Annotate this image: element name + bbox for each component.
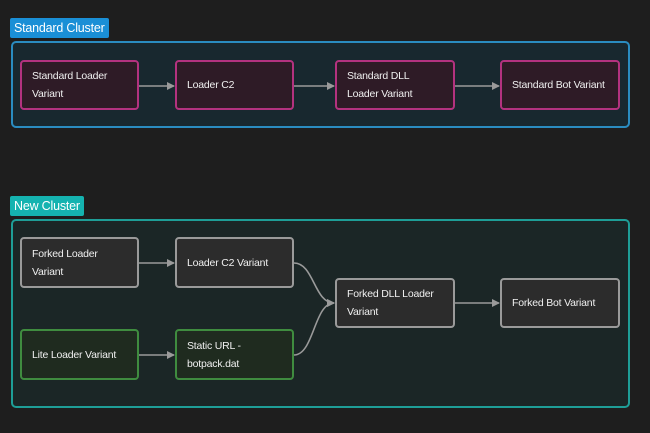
node-standard-bot-variant[interactable]: Standard Bot Variant <box>500 60 620 110</box>
node-loader-c2-variant[interactable]: Loader C2 Variant <box>175 237 294 288</box>
node-label: Forked Loader Variant <box>32 247 98 278</box>
new-cluster-label: New Cluster <box>10 196 84 216</box>
node-loader-c2[interactable]: Loader C2 <box>175 60 294 110</box>
node-lite-loader-variant[interactable]: Lite Loader Variant <box>20 329 139 380</box>
node-label: Static URL - botpack.dat <box>187 339 241 370</box>
standard-cluster-label: Standard Cluster <box>10 18 109 38</box>
node-standard-dll-loader-variant[interactable]: Standard DLL Loader Variant <box>335 60 455 110</box>
node-forked-dll-loader-variant[interactable]: Forked DLL Loader Variant <box>335 278 455 328</box>
node-static-url-botpack[interactable]: Static URL - botpack.dat <box>175 329 294 380</box>
node-label: Standard DLL Loader Variant <box>347 70 413 100</box>
node-forked-loader-variant[interactable]: Forked Loader Variant <box>20 237 139 288</box>
node-label: Loader C2 <box>187 79 235 91</box>
node-label: Forked DLL Loader Variant <box>347 288 434 318</box>
node-label: Standard Bot Variant <box>512 79 605 91</box>
node-label: Lite Loader Variant <box>32 348 117 361</box>
node-standard-loader-variant[interactable]: Standard Loader Variant <box>20 60 139 110</box>
node-forked-bot-variant[interactable]: Forked Bot Variant <box>500 278 620 328</box>
node-label: Loader C2 Variant <box>187 256 269 269</box>
node-label: Forked Bot Variant <box>512 297 596 309</box>
node-label: Standard Loader Variant <box>32 70 108 100</box>
